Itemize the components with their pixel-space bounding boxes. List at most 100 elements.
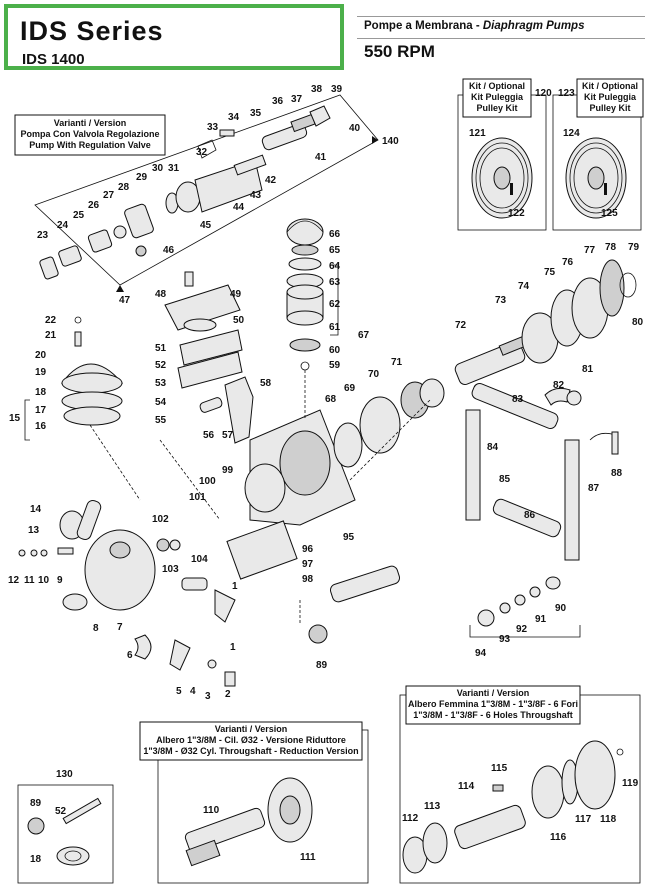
part-label: 14 [30, 504, 42, 515]
part-label: 59 [329, 360, 341, 371]
part-label: 87 [588, 483, 600, 494]
part-label: 115 [491, 763, 508, 774]
part-label: 116 [550, 832, 567, 843]
part-label: 10 [38, 575, 50, 586]
part-label: 25 [73, 210, 85, 221]
part-label: 21 [45, 330, 57, 341]
part-label: 58 [260, 378, 272, 389]
valve-variant-line2: Pompa Con Valvola Regolazione [20, 129, 159, 139]
part-label: 38 [311, 84, 323, 95]
regulation-valve-assembly [39, 105, 331, 280]
six-holes-shaft-box [405, 685, 581, 725]
part-label: 123 [558, 88, 575, 99]
valve-variant-box [14, 114, 166, 156]
shaft-assembly-68-80 [333, 259, 637, 468]
piston-parts-48-58 [164, 271, 254, 444]
part-label: 65 [329, 245, 341, 256]
part-label: 140 [382, 136, 399, 147]
part-label: 27 [103, 190, 115, 201]
front-cover-1-14 [18, 500, 236, 687]
part-label: 121 [469, 128, 486, 139]
part-label: 54 [155, 397, 167, 408]
part-label: 8 [93, 623, 99, 634]
part-label: 89 [30, 798, 42, 809]
model-name: IDS 1400 [22, 51, 85, 68]
part-label: 112 [402, 813, 419, 824]
pump-type-english: Diaphragm Pumps [482, 20, 585, 32]
part-label: 45 [200, 220, 212, 231]
part-label: 91 [535, 614, 547, 625]
part-label: 13 [28, 525, 40, 536]
part-label: 117 [575, 814, 592, 825]
part-label: 51 [155, 343, 167, 354]
part-label: 12 [8, 575, 20, 586]
pump-body-95 [226, 409, 356, 580]
lower-shaft-assembly [308, 565, 581, 644]
part-label: 53 [155, 378, 167, 389]
pulley-kit-box-1 [462, 78, 532, 118]
part-label: 18 [35, 387, 47, 398]
part-label: 102 [152, 514, 169, 525]
part-label: 80 [632, 317, 644, 328]
part-label: 130 [56, 769, 73, 780]
part-label: 98 [302, 574, 314, 585]
part-label: 3 [205, 691, 211, 702]
kit-130 [27, 797, 102, 866]
part-label: 88 [611, 468, 623, 479]
rpm-label: 550 RPM [364, 42, 435, 61]
part-label: 100 [199, 476, 216, 487]
part-label: 82 [553, 380, 565, 391]
part-label: 5 [176, 686, 182, 697]
part-label: 104 [191, 554, 208, 565]
part-label: 74 [518, 281, 530, 292]
part-label: 24 [57, 220, 69, 231]
part-label: 79 [628, 242, 640, 253]
part-label: 11 [24, 575, 35, 586]
part-label: 47 [119, 295, 131, 306]
pulley-kit-1-line3: Pulley Kit [476, 103, 517, 113]
part-label: 56 [203, 430, 215, 441]
part-label: 125 [601, 208, 618, 219]
part-label: 15 [9, 413, 21, 424]
pulley-kit-box-2 [576, 78, 644, 118]
part-label: 120 [535, 88, 552, 99]
part-label: 111 [300, 852, 316, 863]
part-label: 36 [272, 96, 284, 107]
six-holes-shaft-112-119 [402, 740, 624, 874]
part-label: 93 [499, 634, 511, 645]
part-label: 33 [207, 122, 219, 133]
pulley-kit-2-line1: Kit / Optional [582, 81, 638, 91]
part-label: 41 [315, 152, 327, 163]
part-label: 110 [203, 805, 220, 816]
valve-variant-line1: Varianti / Version [54, 118, 127, 128]
part-label: 22 [45, 315, 57, 326]
part-label: 95 [343, 532, 355, 543]
part-label: 64 [329, 261, 341, 272]
part-label: 31 [168, 163, 180, 174]
part-label: 39 [331, 84, 343, 95]
part-label: 101 [189, 492, 206, 503]
part-label: 55 [155, 415, 167, 426]
valve-stack-59-66 [286, 218, 324, 371]
part-label: 97 [302, 559, 314, 570]
part-label: 67 [358, 330, 370, 341]
part-label: 26 [88, 200, 100, 211]
part-label: 37 [291, 94, 303, 105]
part-label: 72 [455, 320, 467, 331]
part-label: 90 [555, 603, 567, 614]
part-label: 50 [233, 315, 245, 326]
part-label: 119 [622, 778, 639, 789]
six-holes-line2: Albero Femmina 1"3/8M - 1"3/8F - 6 Fori [408, 699, 578, 709]
part-label: 60 [329, 345, 341, 356]
header-divider [357, 38, 645, 39]
part-label: 1 [230, 642, 236, 653]
reduction-shaft-line1: Varianti / Version [215, 724, 288, 734]
diaphragm-head-15-22 [24, 316, 124, 441]
part-label: 63 [329, 277, 341, 288]
reduction-shaft-110-111 [184, 777, 313, 867]
part-label: 99 [222, 465, 234, 476]
header-divider [357, 16, 645, 17]
pulley-kit-2-line3: Pulley Kit [589, 103, 630, 113]
